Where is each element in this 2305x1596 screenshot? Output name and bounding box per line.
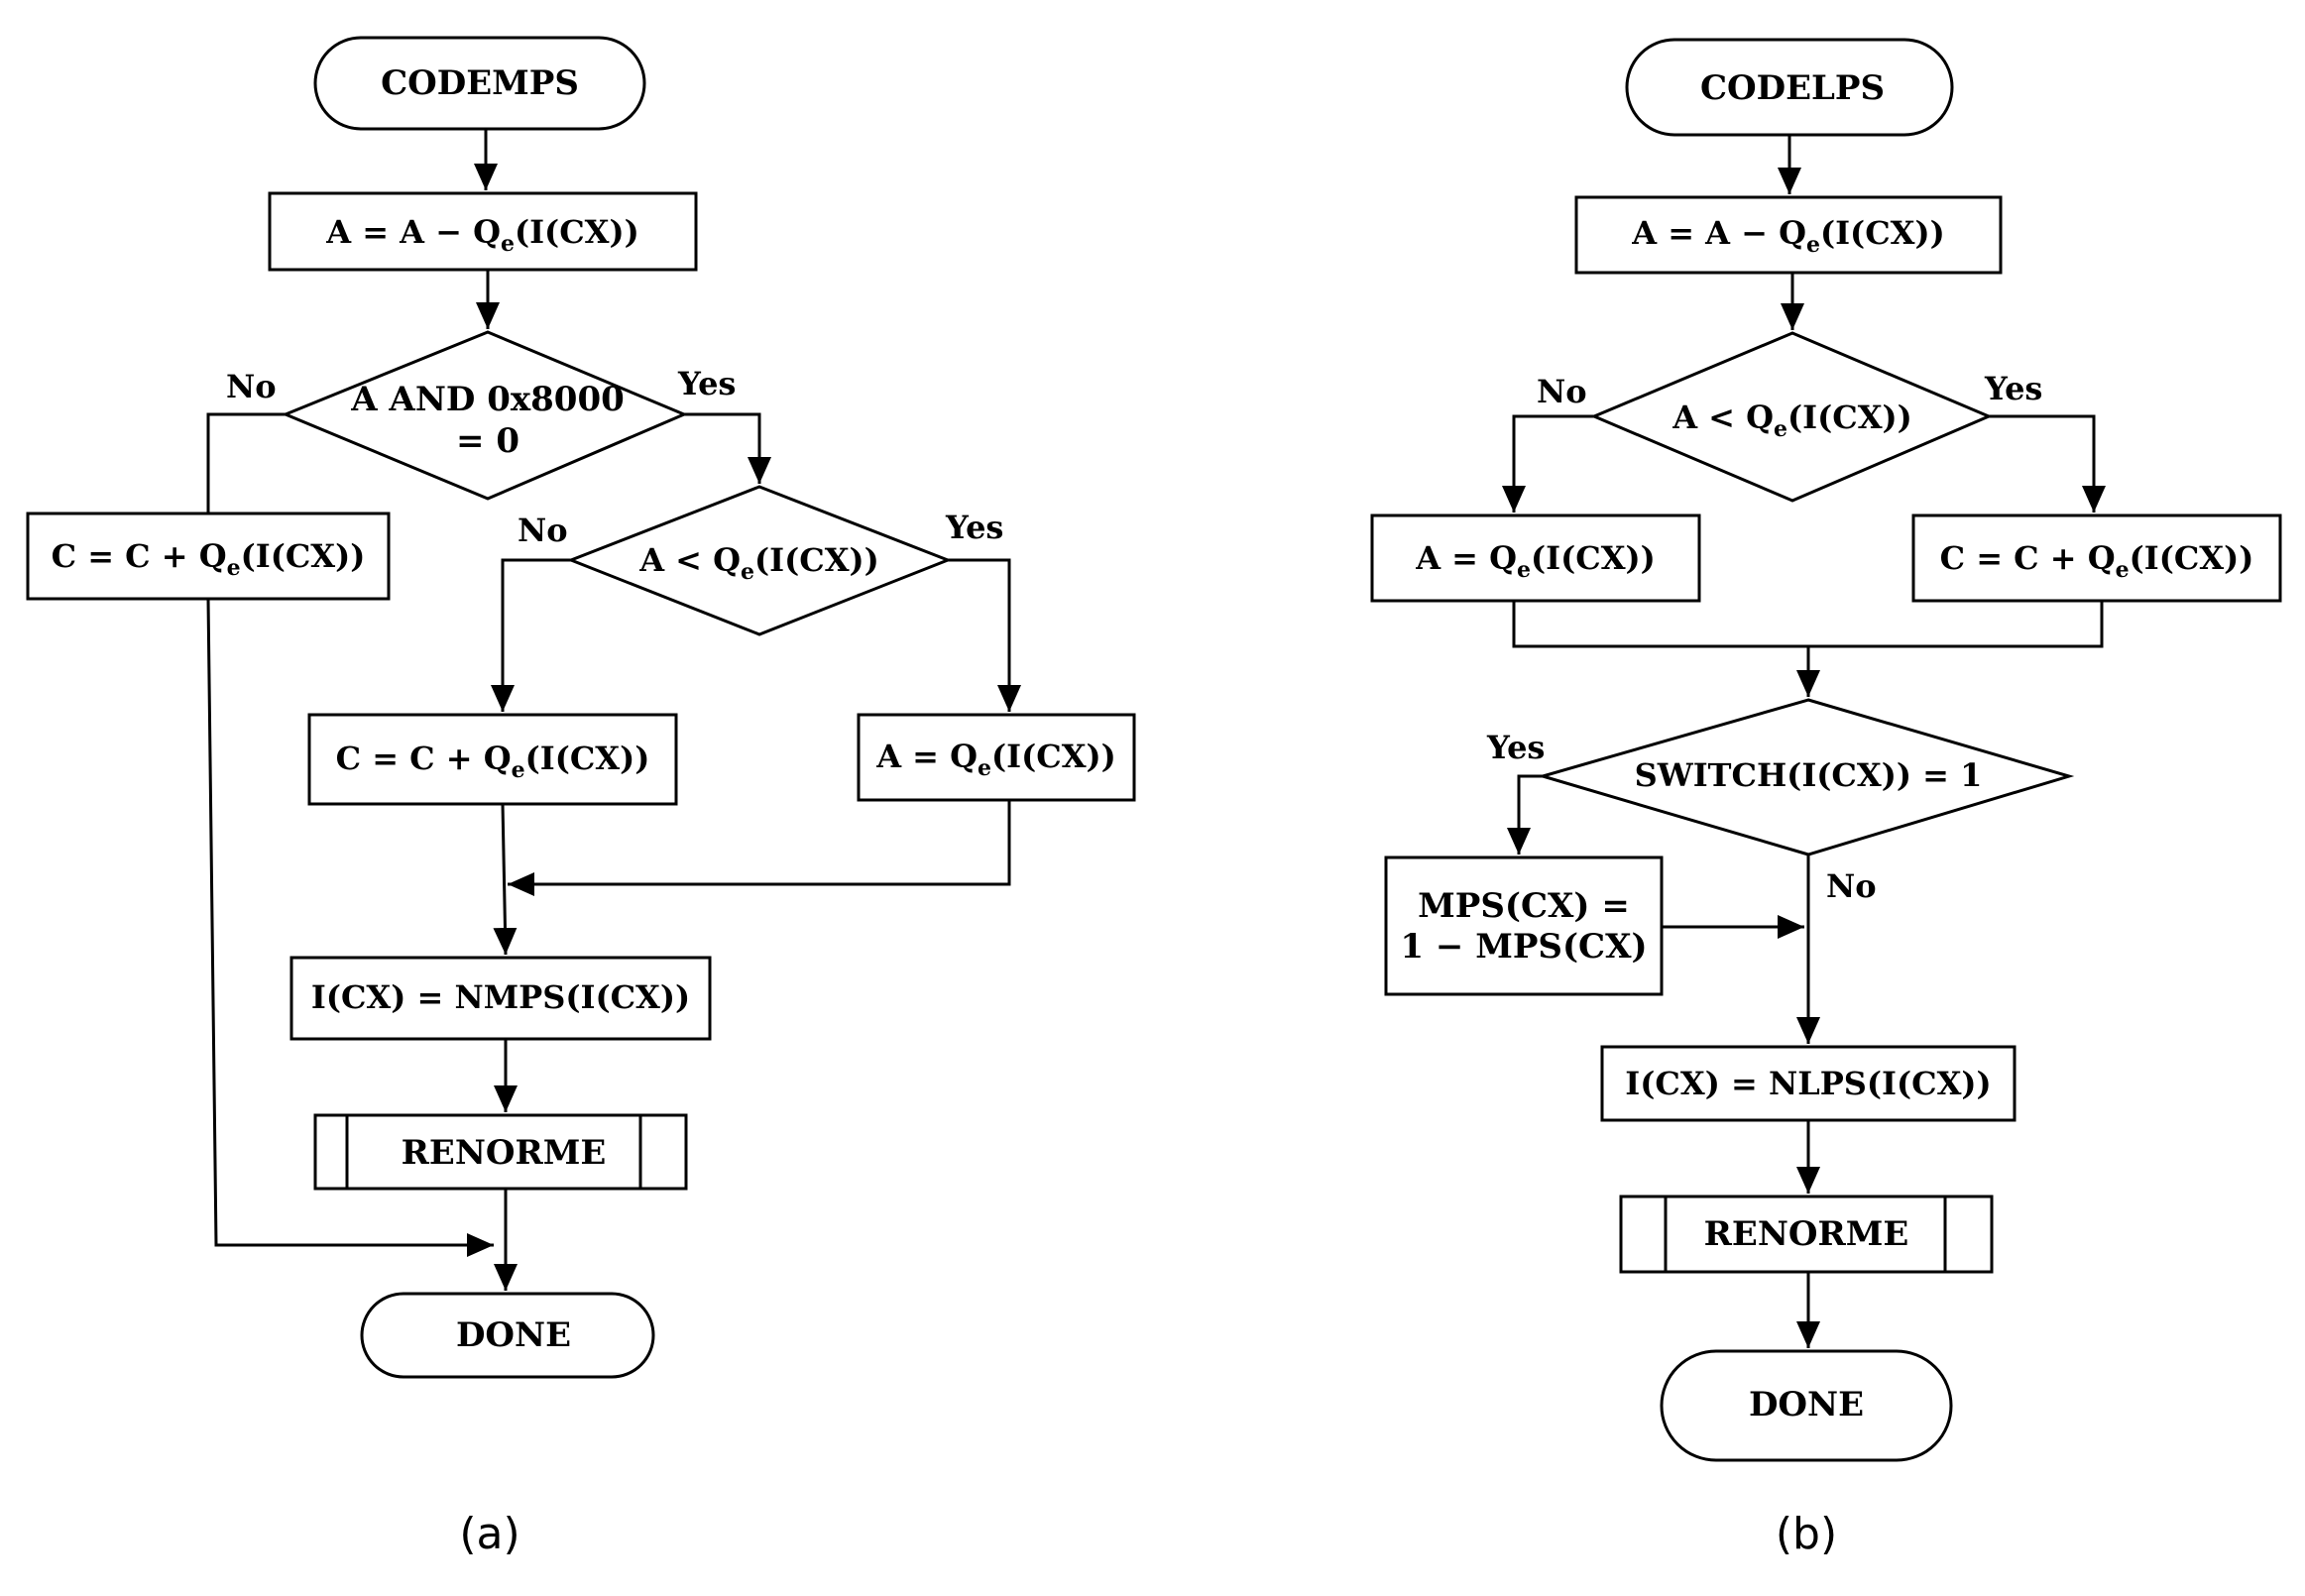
- a-done-terminal: [360, 1292, 655, 1379]
- b-step-mps-line2: 1 − MPS(CX): [1400, 927, 1647, 967]
- a-step1-box: [268, 191, 698, 272]
- b-done-label: DONE: [1749, 1385, 1864, 1425]
- a-start-label: CODEMPS: [381, 63, 579, 103]
- a-done-label: DONE: [456, 1315, 571, 1355]
- b-caption: (b): [1776, 1509, 1837, 1559]
- b-decision1-diamond: [1590, 331, 1993, 503]
- b-decision1-yes-label: Yes: [1984, 370, 2042, 407]
- b-arrow-decision1-no: [1502, 414, 1594, 513]
- b-decision2-label: SWITCH(I(CX)) = 1: [1635, 756, 1983, 794]
- b-step1-label: A = A − Qe(I(CX)): [1631, 214, 1945, 258]
- flowchart-b: CODELPS A = A − Qe(I(CX)) A < Qe(I(CX)) …: [1370, 38, 2282, 1559]
- a-decision2-yes-label: Yes: [945, 509, 1003, 546]
- a-step-right-label: A = Qe(I(CX)): [875, 738, 1116, 781]
- a-decision1-yes-label: Yes: [677, 365, 736, 402]
- a-decision1-line1: A AND 0x8000: [350, 380, 625, 419]
- a-step1-label: A = A − Qe(I(CX)): [325, 213, 639, 257]
- a-decision1-line2: = 0: [456, 421, 519, 461]
- b-renorme-label: RENORME: [1704, 1214, 1909, 1254]
- b-arrow-decision1-yes: [1989, 414, 2106, 513]
- b-step-mps-box: [1384, 855, 1664, 996]
- a-step-nmps-label: I(CX) = NMPS(I(CX)): [311, 978, 690, 1016]
- a-step-nmps-box: [289, 956, 712, 1041]
- a-arrow-decision1-yes: [684, 412, 771, 484]
- b-step-right-box: [1911, 513, 2282, 603]
- a-caption: (a): [459, 1509, 519, 1559]
- b-step-nlps-label: I(CX) = NLPS(I(CX)): [1625, 1065, 1991, 1102]
- b-decision2-no-label: No: [1826, 867, 1877, 905]
- a-arrow-decision2-yes: [948, 558, 1021, 712]
- a-step-mid-label: C = C + Qe(I(CX)): [336, 740, 650, 783]
- a-decision1-no-label: No: [226, 368, 277, 405]
- b-arrow-decision2-yes: [1507, 774, 1543, 855]
- a-step-left-label: C = C + Qe(I(CX)): [52, 537, 366, 581]
- b-step-mps-line1: MPS(CX) =: [1418, 886, 1630, 926]
- a-start-terminal: [313, 36, 646, 131]
- b-done-terminal: [1660, 1349, 1953, 1462]
- a-renorme-box: [313, 1113, 688, 1191]
- b-step-nlps-box: [1600, 1045, 2017, 1122]
- a-step-right-box: [857, 713, 1136, 802]
- a-renorme-label: RENORME: [402, 1133, 607, 1173]
- a-arrow-decision2-no: [491, 558, 571, 712]
- a-decision1-diamond: [282, 330, 688, 501]
- b-step-right-label: C = C + Qe(I(CX)): [1940, 539, 2254, 583]
- b-decision2-yes-label: Yes: [1486, 729, 1545, 766]
- a-decision2-label: A < Qe(I(CX)): [638, 541, 879, 585]
- a-step-mid-box: [307, 713, 678, 806]
- b-decision1-label: A < Qe(I(CX)): [1671, 399, 1912, 442]
- a-arrow-decision1-no: [196, 412, 286, 541]
- a-arrow-mid-nmps: [493, 803, 518, 956]
- a-arrow-right-merge: [508, 800, 1011, 896]
- b-start-label: CODELPS: [1700, 68, 1885, 108]
- a-decision2-no-label: No: [518, 512, 568, 549]
- b-step-left-label: A = Qe(I(CX)): [1415, 539, 1656, 583]
- b-renorme-box: [1619, 1195, 1994, 1274]
- a-arrow-left-to-done: [206, 598, 494, 1257]
- b-step-left-box: [1370, 513, 1701, 603]
- flowchart-a: CODEMPS A = A − Qe(I(CX)) A AND 0x8000 =…: [26, 36, 1136, 1559]
- a-decision2-diamond: [566, 485, 953, 636]
- b-merge-bracket: [1512, 601, 2104, 648]
- b-decision1-no-label: No: [1537, 373, 1587, 410]
- b-step1-box: [1574, 195, 2003, 275]
